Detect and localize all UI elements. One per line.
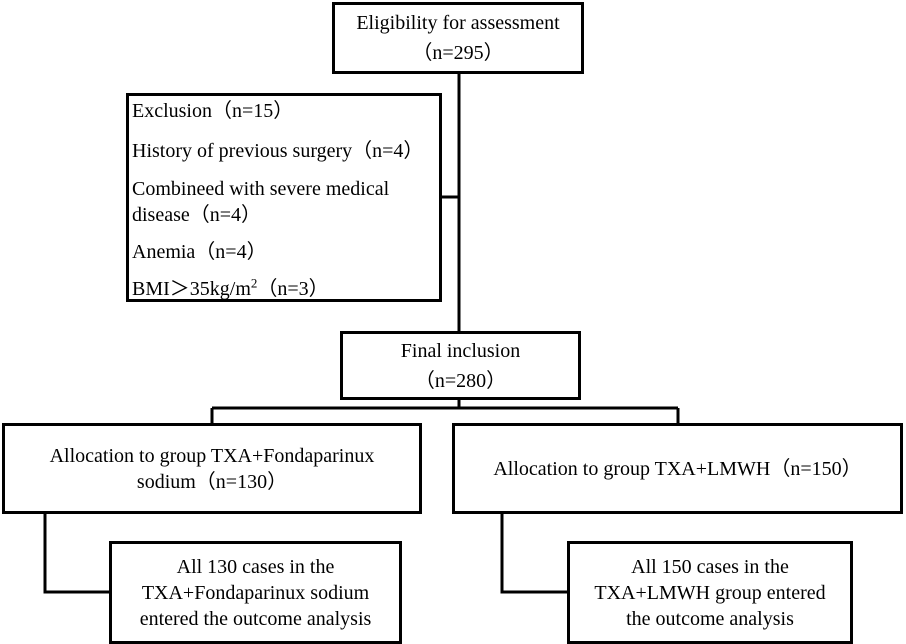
allocation-group-fondaparinux-box: Allocation to group TXA+Fondaparinux sod… — [2, 423, 422, 514]
exclusion-previous-surgery: History of previous surgery（n=4） — [132, 140, 424, 162]
outcome-fondaparinux-line1: All 130 cases in the — [176, 555, 335, 578]
final-inclusion-title: Final inclusion — [400, 339, 521, 362]
eligibility-title: Eligibility for assessment — [356, 12, 560, 34]
outcome-lmwh-line1: All 150 cases in the — [631, 555, 789, 578]
exclusion-bmi: BMI＞35kg/m2（n=3） — [132, 276, 329, 302]
eligibility-box: Eligibility for assessment （n=295） — [332, 2, 584, 74]
eligibility-count: （n=295） — [412, 42, 504, 64]
exclusion-bmi-prefix: BMI＞35kg/m — [132, 278, 251, 300]
allocation-group-fondaparinux-line1: Allocation to group TXA+Fondaparinux — [49, 444, 375, 467]
allocation-group-lmwh-box: Allocation to group TXA+LMWH（n=150） — [452, 423, 903, 514]
outcome-lmwh-line3: the outcome analysis — [626, 607, 794, 630]
exclusion-box: Exclusion（n=15） History of previous surg… — [126, 93, 442, 302]
exclusion-bmi-exponent: 2 — [250, 275, 258, 291]
outcome-fondaparinux-line3: entered the outcome analysis — [139, 607, 372, 630]
outcome-lmwh-line2: TXA+LMWH group entered — [594, 581, 826, 604]
exclusion-bmi-count: （n=3） — [257, 278, 329, 300]
outcome-fondaparinux-box: All 130 cases in the TXA+Fondaparinux so… — [109, 541, 402, 644]
final-inclusion-count: （n=280） — [414, 369, 507, 392]
outcome-fondaparinux-line2: TXA+Fondaparinux sodium — [141, 581, 370, 604]
allocation-group-fondaparinux-line2: sodium（n=130） — [136, 470, 288, 493]
connector-group-a-to-outcome-a — [43, 514, 109, 594]
final-inclusion-box: Final inclusion （n=280） — [340, 331, 581, 400]
exclusion-medical-disease-line1: Combineed with severe medical — [132, 178, 390, 200]
exclusion-total: Exclusion（n=15） — [132, 100, 294, 122]
exclusion-anemia: Anemia（n=4） — [132, 241, 267, 263]
exclusion-medical-disease-line2: disease（n=4） — [132, 204, 262, 226]
outcome-lmwh-box: All 150 cases in the TXA+LMWH group ente… — [567, 541, 853, 644]
connector-group-b-to-outcome-b — [500, 514, 567, 594]
allocation-group-lmwh-text: Allocation to group TXA+LMWH（n=150） — [493, 457, 862, 480]
